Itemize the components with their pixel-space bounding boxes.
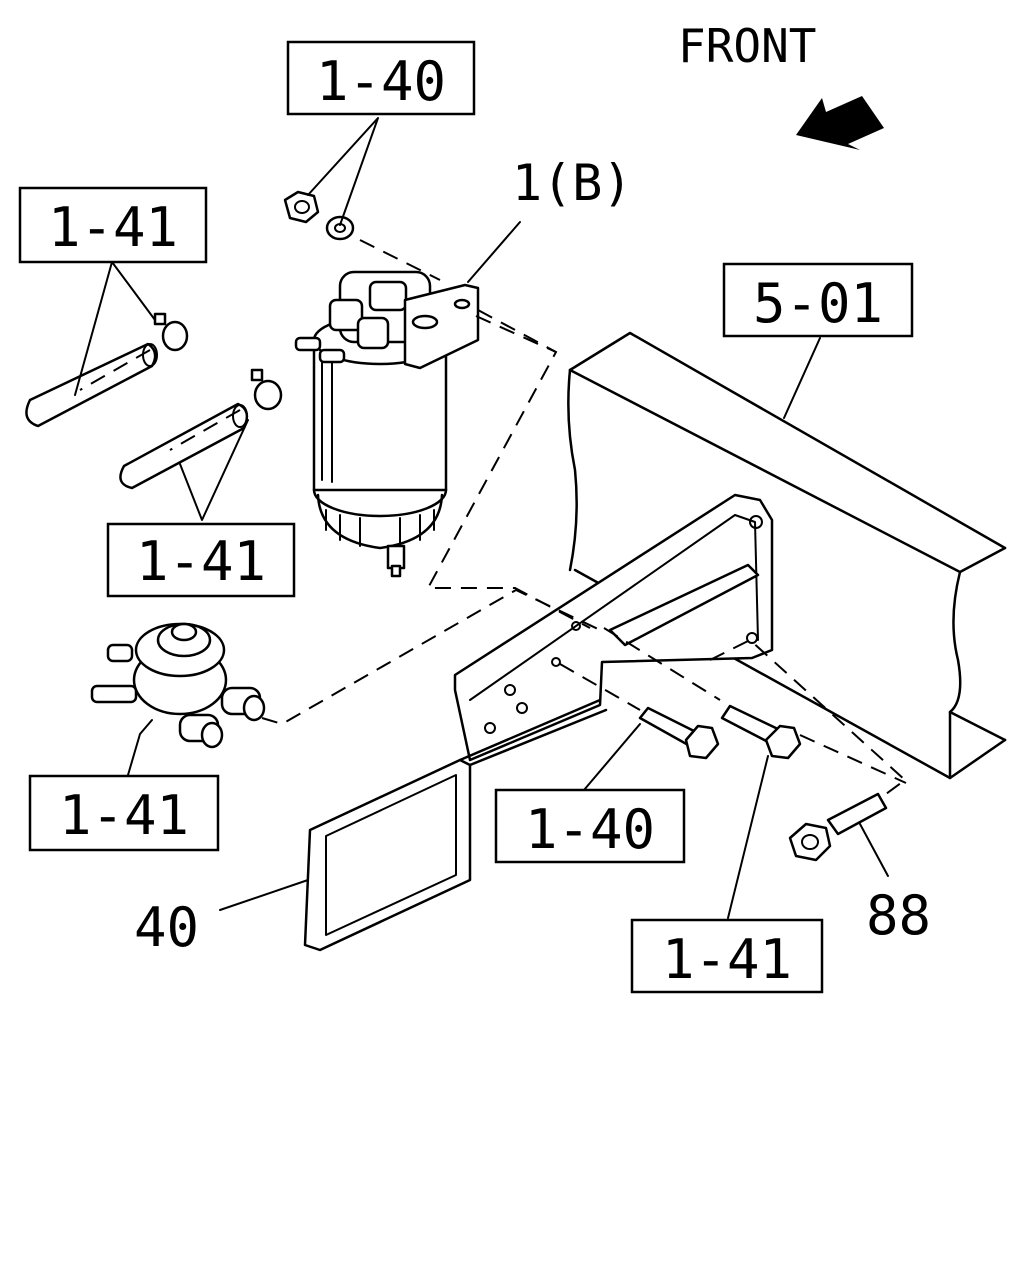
part-number-bracket: 40 bbox=[134, 896, 199, 959]
callout-1-41-bottom-right-text: 1-41 bbox=[662, 928, 792, 991]
frame-rail bbox=[567, 331, 1007, 780]
callout-1-41-left-top-text: 1-41 bbox=[48, 196, 178, 259]
callout-1-41-bottom-right: 1-41 bbox=[630, 918, 824, 994]
callout-1-40-top-text: 1-40 bbox=[316, 50, 446, 113]
callout-5-01-text: 5-01 bbox=[753, 272, 883, 335]
part-number-bolt: 88 bbox=[866, 884, 931, 947]
bolt-1-41 bbox=[720, 704, 802, 760]
callout-1-41-left-mid: 1-41 bbox=[106, 522, 296, 598]
callout-1-40-top: 1-40 bbox=[286, 40, 476, 116]
callout-1-41-left-top: 1-41 bbox=[18, 186, 208, 264]
callout-1-41-left-bottom-text: 1-41 bbox=[59, 784, 189, 847]
bolt-88 bbox=[788, 792, 888, 862]
fuel-filter bbox=[294, 270, 480, 578]
callout-1-40-bottom-text: 1-40 bbox=[525, 798, 655, 861]
callout-1-41-left-mid-text: 1-41 bbox=[136, 530, 266, 593]
front-arrow-icon bbox=[796, 96, 884, 150]
callout-1-41-left-bottom: 1-41 bbox=[28, 774, 220, 852]
front-label: FRONT bbox=[678, 19, 816, 73]
callout-1-40-bottom: 1-40 bbox=[494, 788, 686, 864]
bolt-1-40 bbox=[638, 706, 720, 760]
part-number-fuel-filter: 1(B) bbox=[512, 154, 632, 212]
callout-5-01: 5-01 bbox=[722, 262, 914, 338]
hose-clamps bbox=[153, 312, 283, 411]
mounting-bracket bbox=[303, 493, 774, 952]
priming-pump bbox=[90, 622, 266, 749]
assembly-lines bbox=[79, 239, 907, 795]
nut-washer bbox=[283, 190, 355, 241]
leader-lines bbox=[74, 117, 889, 919]
